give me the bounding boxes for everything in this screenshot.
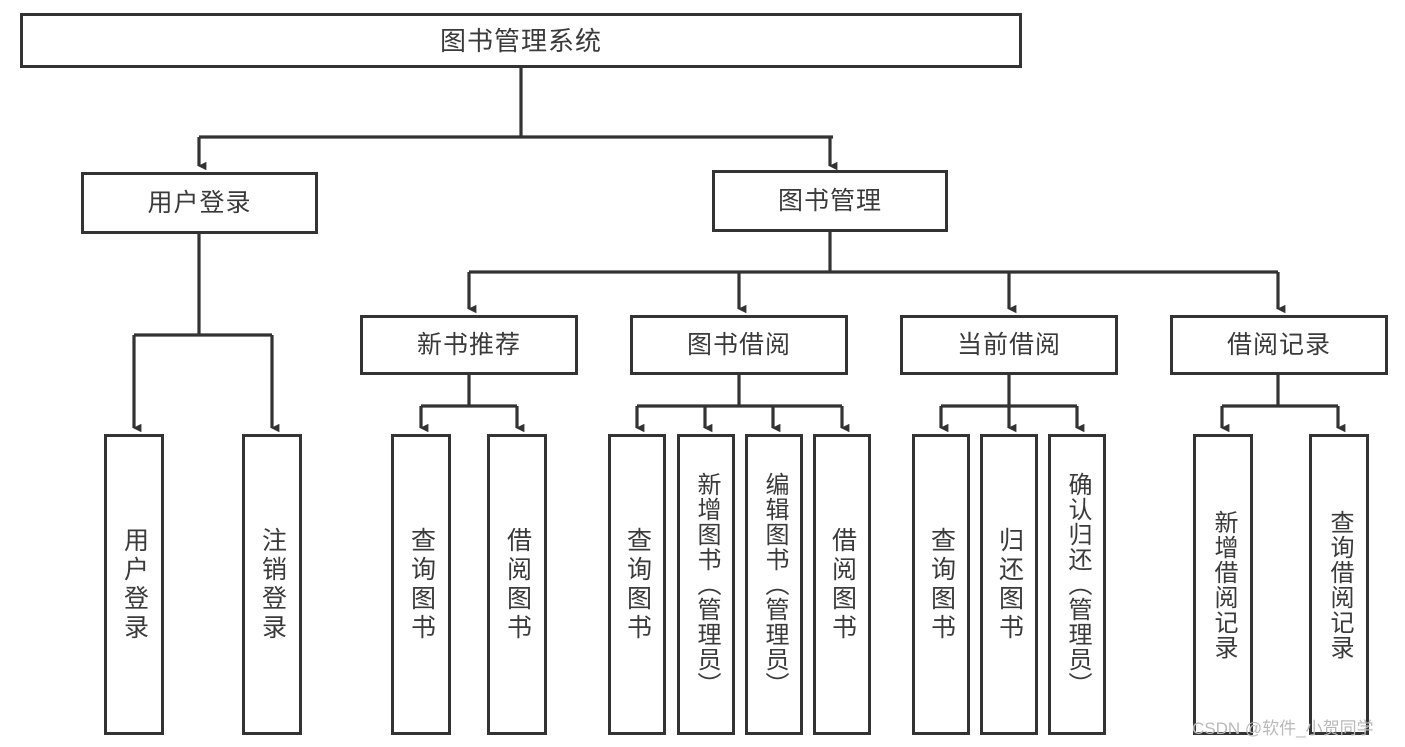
- node-user-login[interactable]: 用户登录: [81, 172, 318, 234]
- node-leaf-borrow-book-1[interactable]: 借阅图书: [487, 434, 547, 735]
- csdn-watermark: CSDN @软件_小贺同学: [1192, 719, 1374, 738]
- node-leaf-query-book-2[interactable]: 查询图书: [608, 434, 666, 735]
- node-borrow-record[interactable]: 借阅记录: [1170, 315, 1388, 375]
- node-leaf-add-record[interactable]: 新增借阅记录: [1193, 434, 1253, 735]
- node-leaf-borrow-book-2[interactable]: 借阅图书: [813, 434, 871, 735]
- node-leaf-borrow-book-1-label: 借阅图书: [503, 526, 532, 643]
- node-root[interactable]: 图书管理系统: [20, 13, 1022, 68]
- node-leaf-add-book-label: 新增图书（管理员）: [693, 472, 720, 697]
- node-book-borrow[interactable]: 图书借阅: [630, 315, 848, 375]
- node-new-book-recommend[interactable]: 新书推荐: [360, 315, 578, 375]
- node-leaf-confirm-return-label: 确认归还（管理员）: [1064, 472, 1091, 697]
- node-leaf-edit-book[interactable]: 编辑图书（管理员）: [745, 434, 803, 735]
- node-root-label: 图书管理系统: [439, 25, 602, 56]
- node-current-borrow[interactable]: 当前借阅: [900, 315, 1118, 375]
- node-leaf-edit-book-label: 编辑图书（管理员）: [761, 472, 788, 697]
- node-leaf-query-record-label: 查询借阅记录: [1326, 509, 1353, 660]
- node-borrow-record-label: 借阅记录: [1226, 330, 1331, 359]
- node-leaf-user-login-label: 用户登录: [120, 526, 149, 643]
- node-leaf-query-book-3-label: 查询图书: [927, 526, 956, 643]
- node-leaf-add-record-label: 新增借阅记录: [1210, 509, 1237, 660]
- node-book-manage-label: 图书管理: [777, 186, 882, 215]
- node-leaf-logout-label: 注销登录: [258, 526, 287, 643]
- node-leaf-logout[interactable]: 注销登录: [242, 434, 302, 735]
- node-leaf-user-login[interactable]: 用户登录: [104, 434, 164, 735]
- node-leaf-query-book-2-label: 查询图书: [623, 526, 652, 643]
- node-leaf-return-book[interactable]: 归还图书: [980, 434, 1038, 735]
- node-leaf-query-book-3[interactable]: 查询图书: [912, 434, 970, 735]
- node-leaf-query-book-1[interactable]: 查询图书: [391, 434, 451, 735]
- node-current-borrow-label: 当前借阅: [956, 330, 1061, 359]
- node-book-manage[interactable]: 图书管理: [712, 170, 948, 232]
- node-leaf-query-record[interactable]: 查询借阅记录: [1309, 434, 1369, 735]
- node-leaf-return-book-label: 归还图书: [995, 526, 1024, 643]
- node-new-book-recommend-label: 新书推荐: [416, 330, 521, 359]
- node-user-login-label: 用户登录: [147, 188, 252, 217]
- node-leaf-borrow-book-2-label: 借阅图书: [828, 526, 857, 643]
- node-leaf-add-book[interactable]: 新增图书（管理员）: [677, 434, 735, 735]
- node-leaf-query-book-1-label: 查询图书: [407, 526, 436, 643]
- node-leaf-confirm-return[interactable]: 确认归还（管理员）: [1048, 434, 1106, 735]
- node-book-borrow-label: 图书借阅: [686, 330, 791, 359]
